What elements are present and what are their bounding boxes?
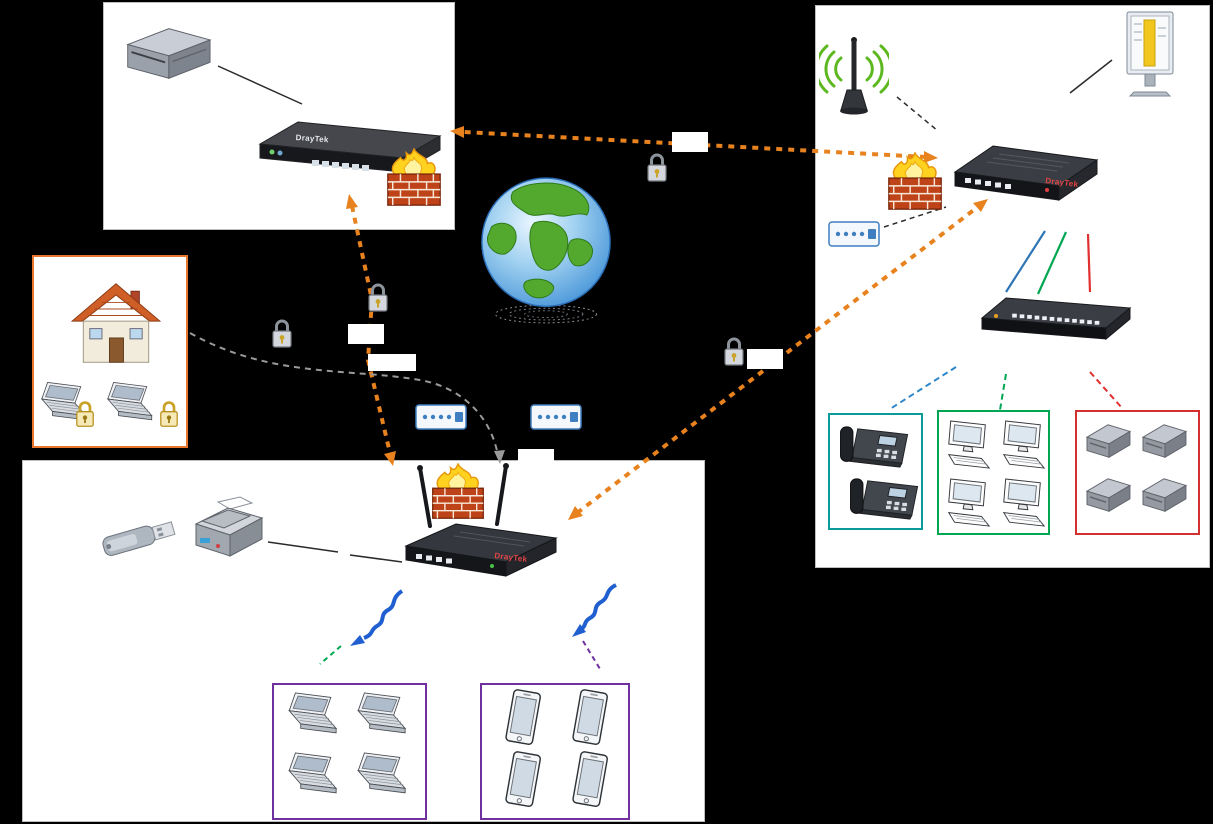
lan-card-icon xyxy=(415,404,467,430)
internet-globe-icon xyxy=(478,168,614,332)
padlock-icon xyxy=(722,334,746,368)
lan-card-icon xyxy=(530,404,582,430)
storage-server-icon xyxy=(1082,474,1134,516)
desktop-pc-icon xyxy=(943,476,993,530)
monitor-icon xyxy=(1124,10,1176,98)
padlock-icon xyxy=(270,316,294,350)
usb-drive-icon xyxy=(92,502,188,564)
laptop-icon xyxy=(283,690,345,742)
padlock-icon xyxy=(366,280,390,314)
desktop-pc-icon xyxy=(998,418,1048,472)
ip-phone-icon xyxy=(836,424,914,470)
tunnel-label xyxy=(747,349,783,369)
smartphone-icon xyxy=(567,688,613,748)
desktop-pc-icon xyxy=(943,418,993,472)
laptop-icon xyxy=(283,750,345,802)
tunnel-label xyxy=(672,132,708,152)
padlock-icon xyxy=(74,398,96,429)
lan-card-icon xyxy=(828,221,880,247)
padlock-icon xyxy=(158,398,180,429)
smartphone-icon xyxy=(500,688,546,748)
firewall-icon xyxy=(383,148,445,208)
laptop-icon xyxy=(352,690,414,742)
storage-server-icon xyxy=(1138,420,1190,462)
branch-router-icon xyxy=(948,138,1102,216)
smartphone-icon xyxy=(567,750,613,810)
desktop-pc-icon xyxy=(998,476,1048,530)
padlock-icon xyxy=(645,150,669,184)
switch-icon xyxy=(976,292,1134,344)
laptop-icon xyxy=(102,380,160,428)
firewall-icon xyxy=(884,152,946,212)
server-icon xyxy=(118,24,216,82)
tunnel-label xyxy=(368,354,416,371)
tunnel-label xyxy=(348,324,384,344)
wifi-antenna-icon xyxy=(818,32,890,116)
smartphone-icon xyxy=(500,750,546,810)
storage-server-icon xyxy=(1082,420,1134,462)
storage-server-icon xyxy=(1138,474,1190,516)
house-icon xyxy=(68,280,164,366)
printer-icon xyxy=(188,494,270,566)
firewall-icon xyxy=(427,463,489,521)
router-label xyxy=(518,449,554,462)
laptop-icon xyxy=(352,750,414,802)
dashed-link-home-remote xyxy=(189,332,499,457)
ip-phone-icon xyxy=(846,476,924,522)
